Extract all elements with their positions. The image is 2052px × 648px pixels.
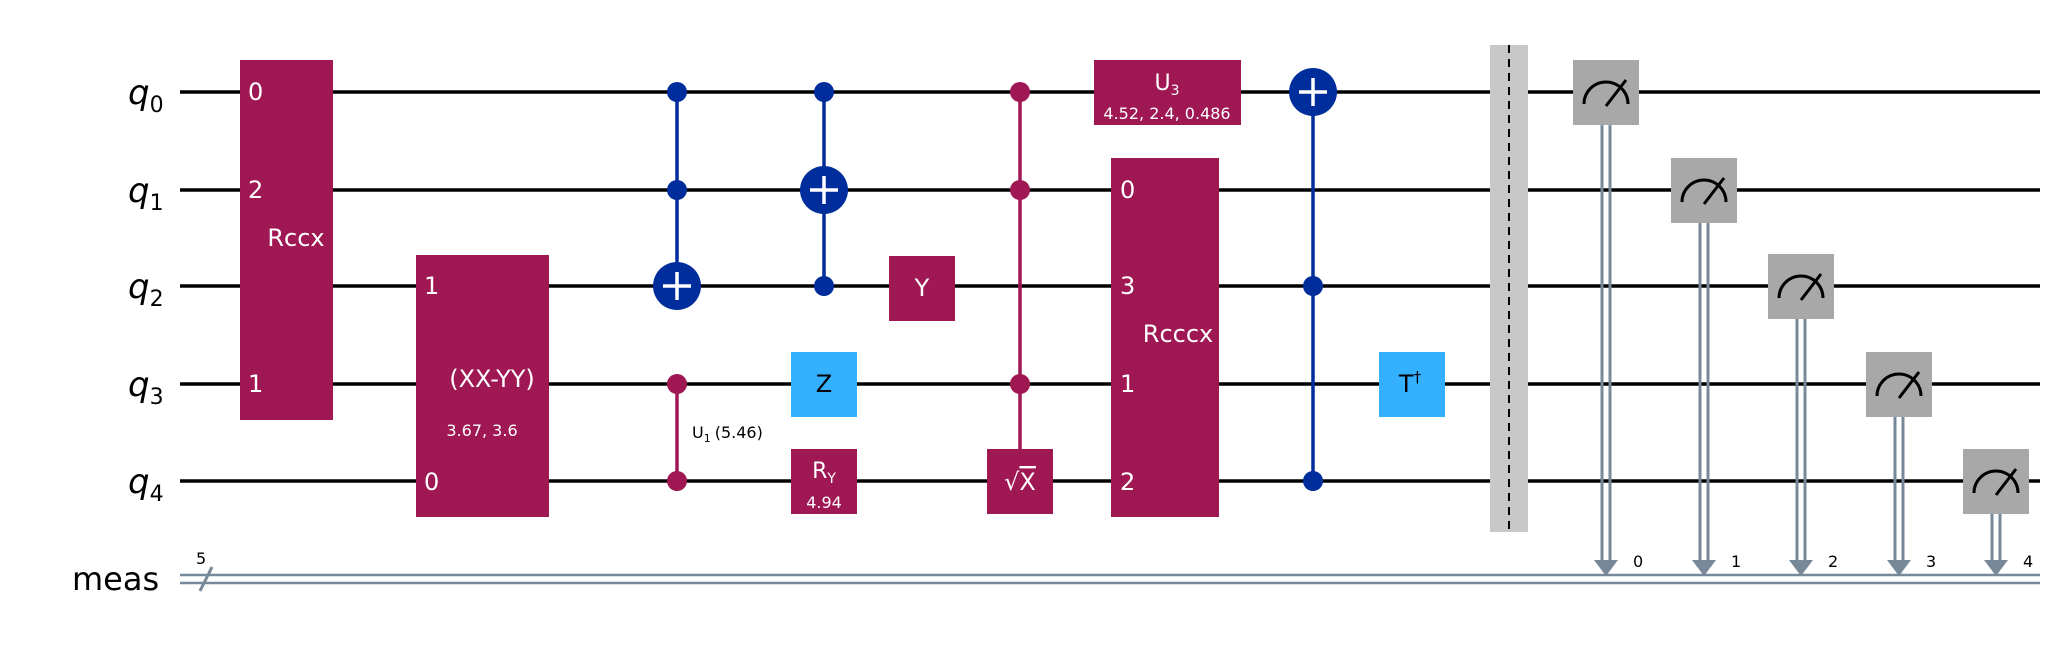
svg-text:(XX-YY): (XX-YY) [449, 365, 535, 393]
svg-text:Rccx: Rccx [267, 224, 324, 252]
svg-text:2: 2 [1828, 552, 1838, 571]
svg-text:U1(5.46): U1(5.46) [692, 423, 763, 445]
ccx-gate-target-q0 [1289, 68, 1337, 491]
qubit-label-q1: q1 [128, 171, 164, 216]
tdg-gate: T† [1379, 352, 1445, 417]
svg-text:0: 0 [1120, 176, 1135, 204]
svg-text:Y: Y [914, 274, 930, 302]
svg-text:1: 1 [1731, 552, 1741, 571]
ccx-gate-target-q1 [800, 82, 848, 296]
barrier [1490, 45, 1528, 532]
u3-gate: U3 4.52, 2.4, 0.486 [1094, 60, 1241, 125]
qubit-label-q3: q3 [128, 365, 164, 410]
ry-gate: RY 4.94 [791, 449, 857, 514]
measure-q3: 3 [1866, 352, 1936, 576]
ccx-gate-target-q2 [653, 82, 701, 310]
svg-text:RY: RY [812, 459, 836, 487]
measure-q4: 4 [1963, 449, 2033, 576]
svg-text:3.67, 3.6: 3.67, 3.6 [446, 421, 517, 440]
z-gate: Z [791, 352, 857, 417]
classical-wire [180, 566, 2040, 592]
svg-text:0: 0 [424, 468, 439, 496]
svg-text:2: 2 [1120, 468, 1135, 496]
svg-text:1: 1 [424, 272, 439, 300]
svg-text:0: 0 [248, 78, 263, 106]
rcccx-gate: 0 3 1 2 Rcccx [1111, 158, 1219, 517]
qubit-label-q0: q0 [128, 73, 164, 118]
svg-text:3: 3 [1120, 272, 1135, 300]
xx-yy-gate: 1 0 (XX-YY) 3.67, 3.6 [416, 255, 549, 517]
cu1-gate: U1(5.46) [667, 374, 763, 491]
classical-label: meas [72, 560, 159, 598]
qubit-label-q2: q2 [128, 267, 164, 312]
svg-text:0: 0 [1633, 552, 1643, 571]
measure-q1: 1 [1671, 158, 1741, 576]
svg-text:√X: √X [1004, 468, 1036, 496]
svg-text:T†: T† [1398, 368, 1422, 398]
measure-q2: 2 [1768, 254, 1838, 576]
svg-text:Rcccx: Rcccx [1143, 320, 1213, 348]
svg-text:4.52, 2.4, 0.486: 4.52, 2.4, 0.486 [1103, 104, 1230, 123]
svg-text:Z: Z [816, 370, 832, 398]
svg-text:4.94: 4.94 [806, 493, 842, 512]
svg-text:2: 2 [248, 176, 263, 204]
measure-q0: 0 [1573, 60, 1643, 576]
rccx-gate: 0 2 1 Rccx [240, 60, 333, 420]
c3-sx-gate: √X [987, 82, 1053, 514]
svg-text:U3: U3 [1154, 71, 1179, 99]
svg-text:3: 3 [1926, 552, 1936, 571]
svg-text:4: 4 [2023, 552, 2033, 571]
svg-text:1: 1 [1120, 370, 1135, 398]
svg-text:1: 1 [248, 370, 263, 398]
y-gate: Y [889, 256, 955, 321]
qubit-label-q4: q4 [128, 462, 164, 507]
classical-size: 5 [196, 549, 206, 568]
